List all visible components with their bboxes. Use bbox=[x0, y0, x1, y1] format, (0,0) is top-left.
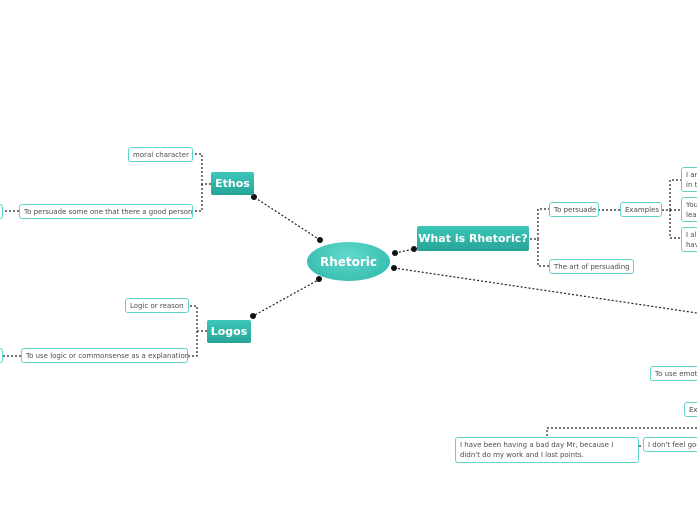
subtopic-to-persuade[interactable]: To persuade bbox=[549, 202, 599, 217]
subtopic-commonsense-label: To use logic or commonsense as a explana… bbox=[26, 351, 190, 360]
subtopic-moral-character[interactable]: moral character bbox=[128, 147, 193, 162]
subtopic-dont-feel-good[interactable]: I don't feel goo bbox=[643, 437, 697, 452]
subtopic-examples-label: Examples bbox=[625, 205, 660, 214]
example-item-3-label: I al hav bbox=[686, 231, 697, 249]
subtopic-logic-or-reason-label: Logic or reason bbox=[130, 301, 184, 310]
example-item-2[interactable]: You lea bbox=[681, 197, 697, 222]
subtopic-use-emotion-label: To use emoti bbox=[655, 369, 697, 378]
subtopic-logic-or-reason[interactable]: Logic or reason bbox=[125, 298, 189, 313]
subtopic-good-person[interactable]: To persuade some one that there a good p… bbox=[19, 204, 193, 219]
subtopic-bad-day-label: I have been having a bad day Mr, because… bbox=[460, 441, 614, 459]
example-item-2-label: You lea bbox=[686, 201, 697, 219]
subtopic-examples[interactable]: Examples bbox=[620, 202, 662, 217]
example-item-1-label: I ar in t bbox=[686, 171, 697, 189]
central-topic-label: Rhetoric bbox=[319, 254, 378, 269]
subtopic-good-person-label: To persuade some one that there a good p… bbox=[24, 207, 193, 216]
topic-logos[interactable]: Logos bbox=[207, 320, 251, 343]
topic-what-is-rhetoric-label: What is Rhetoric? bbox=[418, 232, 528, 245]
subtopic-pathos-example[interactable]: Ex bbox=[684, 402, 697, 417]
subtopic-to-persuade-label: To persuade bbox=[554, 205, 597, 214]
subtopic-bad-day[interactable]: I have been having a bad day Mr, because… bbox=[455, 437, 639, 463]
subtopic-use-emotion[interactable]: To use emoti bbox=[650, 366, 697, 381]
example-item-1[interactable]: I ar in t bbox=[681, 167, 697, 192]
subtopic-art-of-persuading[interactable]: The art of persuading bbox=[549, 259, 634, 274]
subtopic-art-of-persuading-label: The art of persuading bbox=[554, 262, 630, 271]
offscreen-node-ethos[interactable] bbox=[0, 204, 3, 219]
topic-ethos[interactable]: Ethos bbox=[211, 172, 254, 195]
subtopic-pathos-example-label: Ex bbox=[689, 405, 697, 414]
example-item-3[interactable]: I al hav bbox=[681, 227, 697, 252]
subtopic-dont-feel-good-label: I don't feel goo bbox=[648, 440, 697, 449]
central-topic[interactable]: Rhetoric bbox=[307, 242, 390, 281]
subtopic-commonsense[interactable]: To use logic or commonsense as a explana… bbox=[21, 348, 190, 363]
topic-ethos-label: Ethos bbox=[215, 177, 250, 190]
offscreen-node-logos[interactable] bbox=[0, 348, 3, 363]
topic-logos-label: Logos bbox=[210, 325, 248, 338]
topic-what-is-rhetoric[interactable]: What is Rhetoric? bbox=[417, 226, 529, 251]
subtopic-moral-character-label: moral character bbox=[133, 150, 189, 159]
